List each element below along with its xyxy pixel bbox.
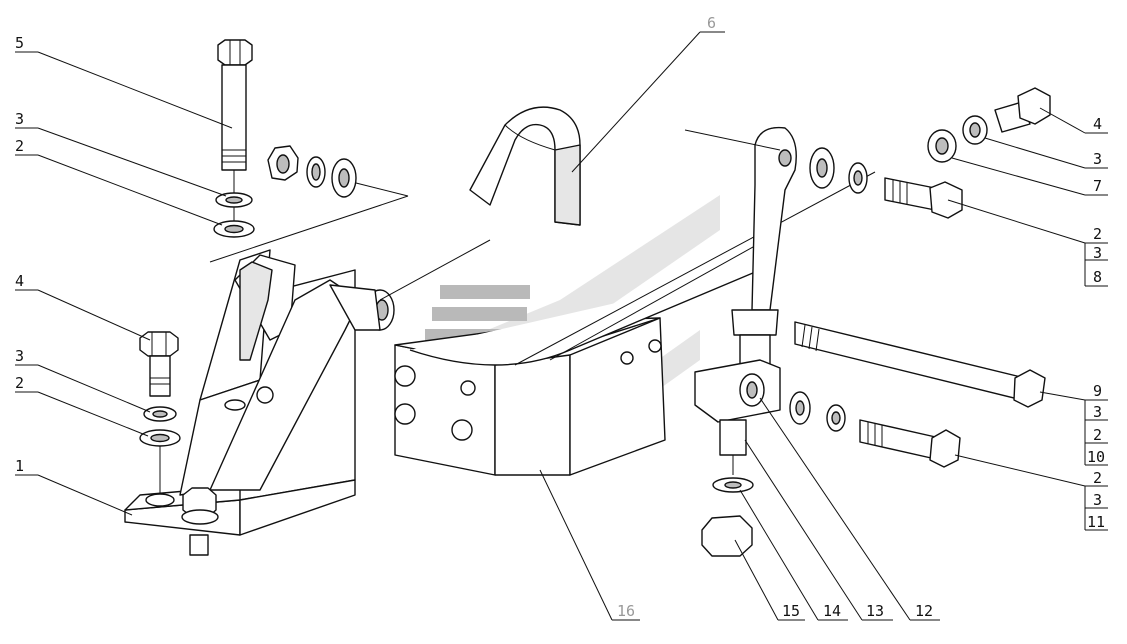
washer-3c: [962, 115, 988, 145]
washers-upper-right: [809, 147, 868, 194]
stack3-item3: 11: [1087, 513, 1105, 531]
bracket-1: [124, 239, 491, 556]
callout-16: 16: [617, 602, 635, 620]
stack1-item3: 8: [1093, 268, 1102, 286]
stack3-item2: 3: [1093, 491, 1102, 509]
callout-2b: 2: [15, 374, 24, 392]
callout-7: 7: [1093, 177, 1102, 195]
bolt-5: [217, 39, 253, 195]
block-16: [394, 171, 876, 476]
bolt-4b: [994, 87, 1051, 133]
callout-3b: 3: [15, 347, 24, 365]
stack2-item3: 2: [1093, 426, 1102, 444]
stack2-item2: 3: [1093, 403, 1102, 421]
callout-3c: 3: [1093, 150, 1102, 168]
washer-3b: [143, 406, 177, 422]
callout-1: 1: [15, 457, 24, 475]
callout-5: 5: [15, 34, 24, 52]
callout-4a: 4: [15, 272, 24, 290]
callout-12: 12: [915, 602, 933, 620]
washer-2a: [213, 207, 255, 238]
bolt-4a: [139, 331, 179, 397]
callout-4b: 4: [1093, 115, 1102, 133]
callout-14: 14: [823, 602, 841, 620]
stack2-item1: 9: [1093, 382, 1102, 400]
bolt-8: [884, 177, 963, 219]
stack2-item4: 10: [1087, 448, 1105, 466]
bolt-10: [794, 321, 1046, 408]
callout-3a: 3: [15, 110, 24, 128]
pins: [394, 365, 473, 441]
spring-clip-6: [469, 106, 581, 226]
rod-end-assembly: [684, 126, 797, 557]
stack1-item1: 2: [1093, 225, 1102, 243]
callout-2a: 2: [15, 137, 24, 155]
nut-washer-group-top: [209, 145, 409, 263]
bolt-11-group: [789, 391, 961, 468]
stack3-item1: 2: [1093, 469, 1102, 487]
washer-7: [927, 129, 957, 163]
callouts: 5 3 2 4 3 2 1 6 4 3 7 16 15 14 13 12: [15, 14, 1108, 621]
washer-2b: [139, 429, 181, 495]
callout-6: 6: [707, 14, 716, 32]
callout-15: 15: [782, 602, 800, 620]
washer-3a: [215, 192, 253, 208]
callout-13: 13: [866, 602, 884, 620]
stack1-item2: 3: [1093, 244, 1102, 262]
